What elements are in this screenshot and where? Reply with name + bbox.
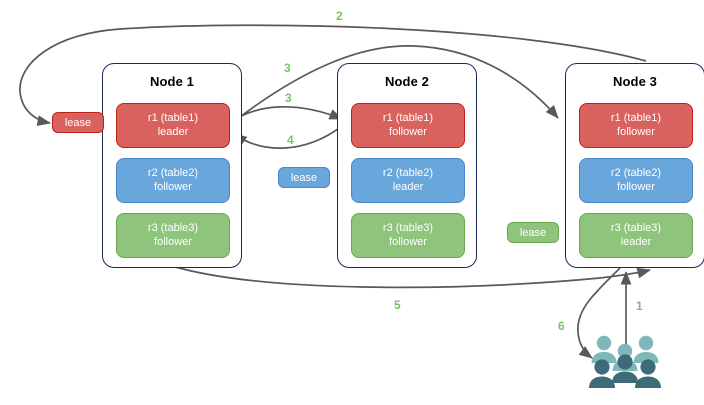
node-title: Node 1 bbox=[150, 74, 194, 89]
edge-step-3-short bbox=[227, 106, 343, 125]
lease-chip-red[interactable]: lease bbox=[52, 112, 104, 133]
range-name: r3 (table3) bbox=[610, 222, 662, 234]
range-role: leader bbox=[157, 125, 189, 138]
range-box-r3[interactable]: r3 (table3) follower bbox=[116, 213, 230, 258]
node-panel-1[interactable]: Node 1 r1 (table1) leader r2 (table2) fo… bbox=[102, 63, 242, 268]
step-label-1: 1 bbox=[636, 299, 643, 313]
range-role: leader bbox=[392, 180, 424, 193]
step-label-2: 2 bbox=[336, 9, 343, 23]
lease-chip-green[interactable]: lease bbox=[507, 222, 559, 243]
range-box-r3[interactable]: r3 (table3) leader bbox=[579, 213, 693, 258]
lease-chip-blue[interactable]: lease bbox=[278, 167, 330, 188]
node-title: Node 2 bbox=[385, 74, 429, 89]
range-name: r1 (table1) bbox=[147, 112, 199, 124]
edge-step-5 bbox=[171, 265, 651, 289]
range-box-r2[interactable]: r2 (table2) follower bbox=[116, 158, 230, 203]
range-box-r1[interactable]: r1 (table1) follower bbox=[579, 103, 693, 148]
range-box-r1[interactable]: r1 (table1) follower bbox=[351, 103, 465, 148]
range-name: r3 (table3) bbox=[147, 222, 199, 234]
step-label-6: 6 bbox=[558, 319, 565, 333]
range-role: follower bbox=[154, 180, 192, 193]
step-label-3-short: 3 bbox=[285, 91, 292, 105]
range-role: follower bbox=[617, 180, 655, 193]
range-name: r3 (table3) bbox=[382, 222, 434, 234]
step-label-4: 4 bbox=[287, 133, 294, 147]
range-name: r2 (table2) bbox=[147, 167, 199, 179]
node-title: Node 3 bbox=[613, 74, 657, 89]
node-panel-2[interactable]: Node 2 r1 (table1) follower r2 (table2) … bbox=[337, 63, 477, 268]
range-role: follower bbox=[389, 235, 427, 248]
range-role: leader bbox=[620, 235, 652, 248]
range-name: r1 (table1) bbox=[610, 112, 662, 124]
range-box-r2[interactable]: r2 (table2) follower bbox=[579, 158, 693, 203]
users-icon[interactable] bbox=[588, 332, 664, 392]
range-name: r2 (table2) bbox=[610, 167, 662, 179]
step-label-5: 5 bbox=[394, 298, 401, 312]
range-box-r3[interactable]: r3 (table3) follower bbox=[351, 213, 465, 258]
range-role: follower bbox=[389, 125, 427, 138]
node-panel-3[interactable]: Node 3 r1 (table1) follower r2 (table2) … bbox=[565, 63, 704, 268]
range-name: r2 (table2) bbox=[382, 167, 434, 179]
range-name: r1 (table1) bbox=[382, 112, 434, 124]
range-box-r1[interactable]: r1 (table1) leader bbox=[116, 103, 230, 148]
range-role: follower bbox=[617, 125, 655, 138]
step-label-3-long: 3 bbox=[284, 61, 291, 75]
range-box-r2[interactable]: r2 (table2) leader bbox=[351, 158, 465, 203]
range-role: follower bbox=[154, 235, 192, 248]
